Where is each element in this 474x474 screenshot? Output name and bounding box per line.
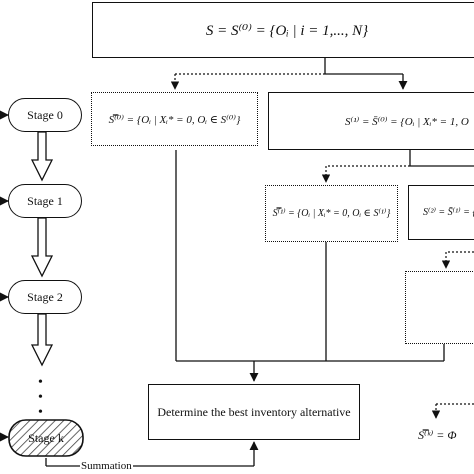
universe-set-formula: S = S⁽⁰⁾ = {Oᵢ | i = 1,..., N}: [205, 22, 369, 39]
stage-ellipsis-2: •: [38, 390, 43, 405]
stage-ellipsis-1: •: [38, 375, 43, 390]
bottom-dotted-connector: [431, 403, 474, 419]
level2-dotted-connectors: [441, 251, 474, 269]
stage2-candidate-set-box: S⁽²⁾ = S̄⁽¹⁾ = {: [408, 185, 474, 240]
universe-set-box: S = S⁽⁰⁾ = {Oᵢ | i = 1,..., N}: [92, 2, 474, 58]
best-alternative-label: Determine the best inventory alternative: [157, 404, 351, 419]
stage-k-hatch: [8, 419, 84, 457]
summation-label: Summation: [80, 460, 133, 472]
stage-entry-arrows: [0, 110, 9, 442]
stage1-excluded-set-formula: S̿⁽¹⁾ = {Oᵢ | Xᵢ* = 0, Oᵢ ∈ S⁽¹⁾}: [272, 208, 391, 219]
top-connectors: [324, 58, 408, 90]
level1-connectors: [409, 150, 474, 167]
stage-ellipsis-3: •: [38, 405, 43, 420]
stage0-excluded-set-formula: S̿⁽⁰⁾ = {Oᵢ | Xᵢ* = 0, Oᵢ ∈ S⁽⁰⁾}: [108, 113, 241, 126]
collector-lines: [175, 150, 445, 382]
stage2-excluded-set-box: [405, 271, 474, 344]
stage-k-label: Stage k: [28, 430, 64, 445]
stage1-excluded-set-box: S̿⁽¹⁾ = {Oᵢ | Xᵢ* = 0, Oᵢ ∈ S⁽¹⁾}: [265, 185, 398, 242]
stage-2-label: Stage 2: [27, 289, 63, 304]
empty-set-formula: S̿⁽ᵏ⁾ = Φ: [418, 428, 457, 442]
stage2-candidate-set-formula: S⁽²⁾ = S̄⁽¹⁾ = {: [423, 207, 474, 218]
best-alternative-box: Determine the best inventory alternative: [148, 384, 360, 440]
stage-1-node: Stage 1: [8, 184, 82, 218]
stage-flow-arrows: [30, 131, 54, 367]
stage0-excluded-set-box: S̿⁽⁰⁾ = {Oᵢ | Xᵢ* = 0, Oᵢ ∈ S⁽⁰⁾}: [91, 92, 258, 146]
stage-2-node: Stage 2: [8, 280, 82, 314]
stage1-candidate-set-box: S⁽¹⁾ = S̄⁽⁰⁾ = {Oᵢ | Xᵢ* = 1, O: [268, 92, 474, 150]
stage1-candidate-set-formula: S⁽¹⁾ = S̄⁽⁰⁾ = {Oᵢ | Xᵢ* = 1, O: [345, 115, 469, 128]
stage-k-node: Stage k: [9, 420, 83, 456]
stage-0-label: Stage 0: [27, 107, 63, 122]
stage-0-node: Stage 0: [8, 98, 82, 132]
level1-dotted-connectors: [321, 165, 410, 183]
stage-1-label: Stage 1: [27, 193, 63, 208]
top-dotted-connectors: [170, 73, 325, 90]
